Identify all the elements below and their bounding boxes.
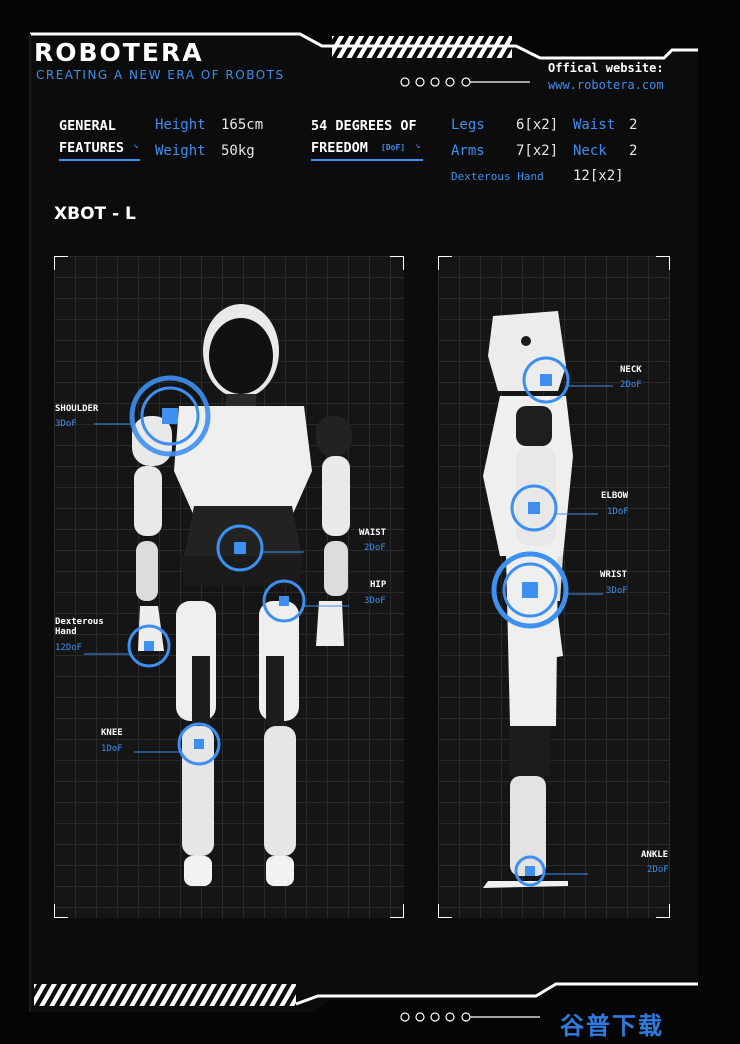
joint-elbow-name: ELBOW [601,491,629,501]
general-underline [59,159,140,161]
website-label: Offical website: [548,61,664,75]
joint-hip-name: HIP [370,580,387,590]
arms-value: 7[x2] [516,143,559,159]
joint-waist-name: WAIST [359,528,387,538]
top-hatch-stripes [332,36,512,58]
hand-value: 12[x2] [573,168,624,184]
joint-elbow-dof: 1DoF [607,507,629,517]
weight-label: Weight [155,143,206,159]
watermark-text: 谷普下载 [560,1012,664,1040]
dof-tag: [DoF] [381,143,406,152]
joint-neck-dof: 2DoF [620,380,642,390]
front-robot-figure [54,256,404,918]
joint-knee-name: KNEE [101,728,123,738]
joint-knee-dof: 1DoF [101,744,123,754]
legs-value: 6[x2] [516,117,559,133]
height-value: 165cm [221,117,264,133]
dof-title-1: 54 DEGREES OF [311,118,417,134]
joint-hand-name-1: Dexterous [55,617,104,627]
waist-label: Waist [573,117,616,133]
joint-ankle-name: ANKLE [641,850,669,860]
joint-neck-name: NECK [620,365,642,375]
legs-label: Legs [451,117,485,133]
joint-waist-dof: 2DoF [364,543,386,553]
dof-title-2: FREEDOM [311,140,368,156]
top-dots-indicator [400,77,530,87]
brand-logo: ROBOTERA [34,38,204,67]
joint-wrist-name: WRIST [600,570,628,580]
joint-ankle-dof: 2DoF [647,865,669,875]
height-label: Height [155,117,206,133]
hand-label: Dexterous Hand [451,170,544,183]
arrow-down-icon: ↘ [133,141,139,151]
arms-label: Arms [451,143,485,159]
general-features-title-1: GENERAL [59,118,116,134]
bottom-dots-indicator [400,1012,540,1022]
joint-wrist-dof: 3DoF [606,586,628,596]
model-title: XBOT - L [54,204,136,224]
joint-shoulder-dof: 3DoF [55,419,77,429]
waist-value: 2 [629,117,638,133]
joint-hand-name-2: Hand [55,627,77,637]
bottom-hatch-stripes [34,984,296,1006]
joint-shoulder-name: SHOULDER [55,404,99,414]
neck-value: 2 [629,143,638,159]
joint-hip-dof: 3DoF [364,596,386,606]
general-features-title-2: FEATURES [59,140,125,156]
dof-underline [311,159,423,161]
weight-value: 50kg [221,143,255,159]
neck-label: Neck [573,143,607,159]
side-robot-figure [438,256,670,918]
arrow-down-icon: ↘ [415,141,421,151]
joint-hand-dof: 12DoF [55,643,83,653]
website-link[interactable]: www.robotera.com [548,78,664,92]
brand-tagline: CREATING A NEW ERA OF ROBOTS [36,68,285,82]
